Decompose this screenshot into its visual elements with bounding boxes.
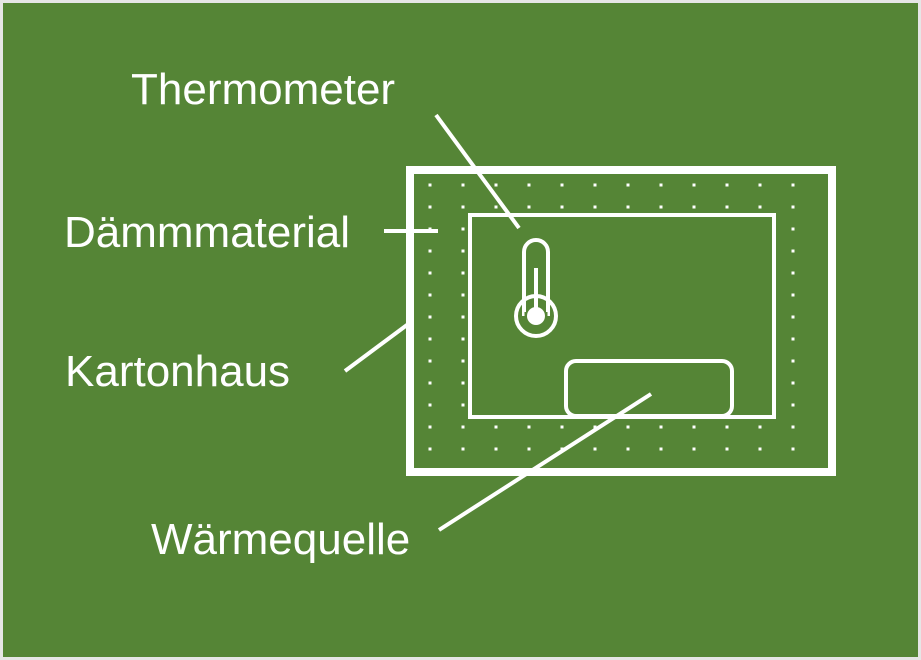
insulation-dot <box>461 381 465 385</box>
insulation-dot <box>593 205 597 209</box>
insulation-dot <box>494 447 498 451</box>
insulation-dot <box>428 293 432 297</box>
insulation-dot <box>527 205 531 209</box>
insulation-dot <box>659 425 663 429</box>
insulation-dot <box>626 183 630 187</box>
insulation-dot <box>527 183 531 187</box>
insulation-label: Dämmmaterial <box>64 208 350 257</box>
insulation-dot <box>428 403 432 407</box>
insulation-dot <box>692 205 696 209</box>
insulation-dot <box>461 315 465 319</box>
thermometer-label: Thermometer <box>131 65 395 114</box>
insulation-dot <box>659 205 663 209</box>
insulation-dot <box>758 425 762 429</box>
insulation-dot <box>428 447 432 451</box>
thermometer-leader-line <box>434 113 521 230</box>
insulation-dot <box>758 183 762 187</box>
insulation-dot <box>461 271 465 275</box>
insulation-dot <box>593 183 597 187</box>
cardboard-house-label: Kartonhaus <box>65 347 290 396</box>
insulation-dot <box>428 205 432 209</box>
insulation-dot <box>527 425 531 429</box>
insulation-dot <box>725 425 729 429</box>
insulation-dot <box>428 425 432 429</box>
insulation-dot <box>461 447 465 451</box>
insulation-dot <box>494 183 498 187</box>
insulation-dot <box>626 425 630 429</box>
heat-source-label: Wärmequelle <box>151 515 410 564</box>
insulation-dot <box>461 183 465 187</box>
insulation-dot <box>428 249 432 253</box>
insulation-dot <box>626 447 630 451</box>
insulation-dot <box>560 205 564 209</box>
insulation-dot <box>791 293 795 297</box>
insulation-dot <box>659 183 663 187</box>
insulation-dot <box>461 359 465 363</box>
insulation-dot <box>428 315 432 319</box>
insulation-dot <box>494 205 498 209</box>
insulation-dot <box>428 359 432 363</box>
insulation-dot <box>461 293 465 297</box>
insulation-dot <box>791 359 795 363</box>
insulation-dot <box>428 271 432 275</box>
insulation-dot <box>560 425 564 429</box>
insulation-dot <box>461 337 465 341</box>
insulation-dot <box>428 337 432 341</box>
insulation-dot <box>461 403 465 407</box>
insulation-dot <box>791 447 795 451</box>
insulation-dot <box>692 425 696 429</box>
insulation-dot <box>791 183 795 187</box>
insulation-dot <box>626 205 630 209</box>
insulation-dot <box>791 249 795 253</box>
insulation-dot <box>758 447 762 451</box>
insulation-dot <box>692 183 696 187</box>
thermometer-icon <box>514 238 558 338</box>
insulation-dot <box>428 381 432 385</box>
insulation-dot <box>461 425 465 429</box>
heat-source-leader-line <box>437 392 653 532</box>
insulation-dot <box>758 205 762 209</box>
insulation-dot <box>461 249 465 253</box>
cardboard-house-leader-line <box>343 320 413 373</box>
insulation-dot <box>692 447 696 451</box>
insulation-dot <box>428 183 432 187</box>
insulation-dot <box>527 447 531 451</box>
insulation-dot <box>791 227 795 231</box>
insulation-dot <box>791 337 795 341</box>
insulation-dot <box>791 403 795 407</box>
insulation-dot <box>725 183 729 187</box>
insulation-dot <box>725 205 729 209</box>
insulation-dot <box>659 447 663 451</box>
insulation-dot <box>593 425 597 429</box>
insulation-dot <box>791 205 795 209</box>
insulation-dot <box>593 447 597 451</box>
insulation-dot <box>725 447 729 451</box>
insulation-dot <box>791 381 795 385</box>
insulation-dot <box>461 227 465 231</box>
heat-source-block <box>564 359 734 418</box>
insulation-dot <box>560 183 564 187</box>
insulation-dot <box>791 425 795 429</box>
insulation-dot <box>461 205 465 209</box>
insulation-dot <box>791 271 795 275</box>
insulation-dot <box>494 425 498 429</box>
insulation-dot <box>791 315 795 319</box>
